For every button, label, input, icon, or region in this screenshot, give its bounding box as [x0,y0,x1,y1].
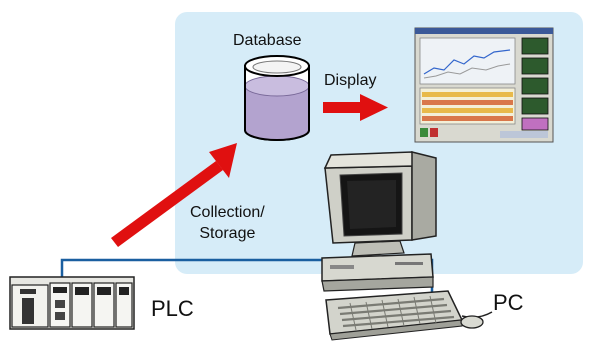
database-label: Database [233,32,302,49]
plc-label: PLC [151,296,194,321]
plc-icon [9,276,135,330]
monitor-screen-thumbnail [414,27,554,143]
database-icon [244,55,310,141]
display-label: Display [324,72,377,89]
collection-label-line1: Collection/ [190,204,265,221]
collection-storage-label: Collection/ Storage [190,202,265,244]
display-arrow [323,94,388,121]
pc-icon [321,151,493,341]
collection-arrow [111,143,237,247]
collection-label-line2: Storage [199,225,256,242]
pc-label: PC [493,290,524,315]
